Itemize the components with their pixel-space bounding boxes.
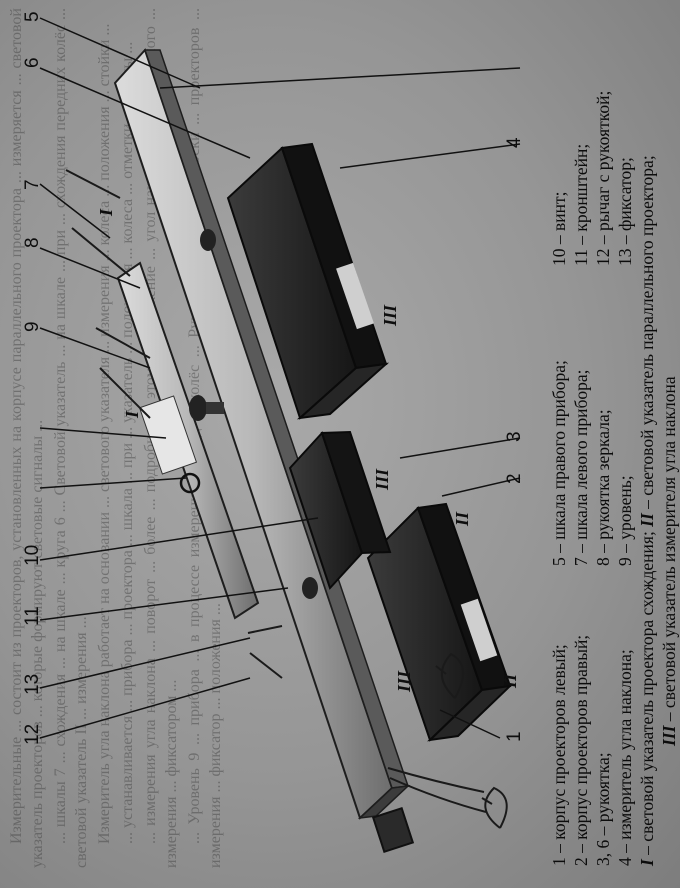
callout-5: 5 [22, 11, 43, 22]
callout-2: 2 [504, 473, 525, 484]
label-light-pointer-iii: III [394, 670, 414, 692]
legend-item: 5 – шкала правого прибора; [549, 360, 569, 566]
pointer-desc-iii: – световой указатель измерителя угла нак… [659, 376, 679, 726]
label-light-pointer-iii: III [380, 304, 400, 326]
device-illustration [39, 17, 521, 854]
leader-lines [39, 17, 521, 739]
label-light-pointer-ii: II [452, 511, 472, 526]
legend-column-3: 10 – винт; 11 – кронштейн; 12 – рычаг с … [548, 26, 636, 266]
legend-item: 9 – уровень; [615, 475, 635, 566]
callout-13: 13 [22, 673, 43, 695]
pointer-desc-ii: – световой указатель параллельного проек… [637, 155, 657, 514]
legend-item: 3, 6 – рукоятка; [593, 752, 613, 866]
callout-6: 6 [22, 57, 43, 68]
callout-11: 11 [22, 606, 43, 626]
caption-line-pointer-iii: III – световой указатель измерителя угла… [658, 16, 680, 866]
label-light-pointer-i: I [122, 410, 142, 418]
legend-item: 12 – рычаг с рукояткой; [593, 90, 613, 266]
projector-left [366, 502, 513, 742]
callout-1: 1 [504, 731, 525, 742]
label-light-pointer-i: I [96, 208, 116, 216]
callout-7: 7 [22, 179, 43, 190]
caption-line-pointers-i-ii: I – световой указатель проектора схожден… [636, 16, 658, 866]
pointer-desc-i: – световой указатель проектора схождения… [637, 526, 657, 860]
legend-item: 4 – измеритель угла наклона; [615, 649, 635, 866]
legend-item: 13 – фиксатор; [615, 157, 635, 266]
callout-9: 9 [22, 321, 43, 332]
legend-item: 8 – рукоятка зеркала; [593, 409, 613, 566]
figure-caption: 1 – корпус проекторов левый; 2 – корпус … [548, 16, 680, 866]
legend-column-2: 5 – шкала правого прибора; 7 – шкала лев… [548, 266, 636, 566]
knobs [189, 229, 318, 599]
pointer-label-iii: III [659, 725, 679, 746]
callout-3: 3 [504, 431, 525, 442]
label-light-pointer-ii: II [500, 673, 520, 688]
callout-4: 4 [504, 137, 525, 148]
legend-item: 2 – корпус проекторов правый; [571, 634, 591, 866]
projector-right [226, 142, 390, 420]
label-light-pointer-iii: III [372, 468, 392, 490]
legend-item: 1 – корпус проекторов левый; [549, 644, 569, 866]
middle-unit [288, 430, 392, 590]
caption-legend-columns: 1 – корпус проекторов левый; 2 – корпус … [548, 16, 636, 866]
callout-8: 8 [22, 237, 43, 248]
pointer-label-ii: II [637, 513, 657, 527]
light-targets [435, 652, 508, 829]
legend-item: 10 – винт; [549, 191, 569, 266]
legend-item: 11 – кронштейн; [571, 143, 591, 266]
callout-12: 12 [22, 723, 43, 745]
light-pointers [65, 169, 487, 813]
callout-10: 10 [22, 544, 43, 566]
legend-column-1: 1 – корпус проекторов левый; 2 – корпус … [548, 566, 636, 866]
pointer-label-i: I [637, 859, 657, 866]
upper-bar [116, 261, 260, 620]
legend-item: 7 – шкала левого прибора; [571, 369, 591, 566]
